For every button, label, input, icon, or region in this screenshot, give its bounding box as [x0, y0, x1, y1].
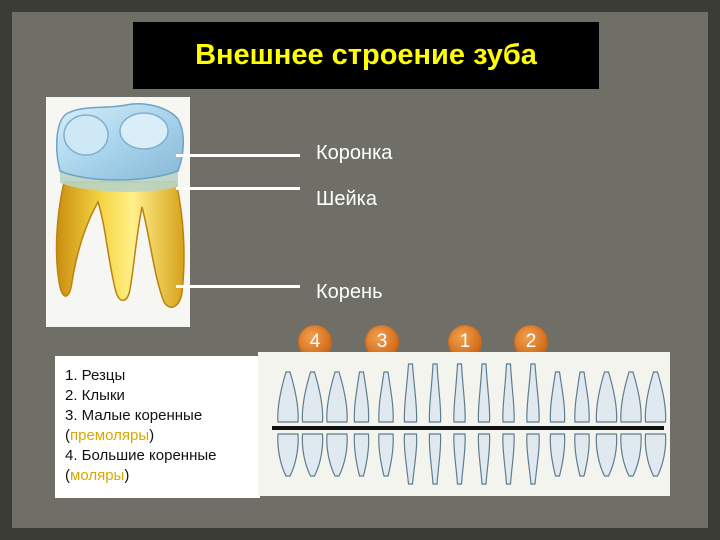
lower-tooth [595, 433, 618, 477]
label-neck: Шейка [316, 188, 377, 210]
upper-tooth [574, 371, 590, 423]
lower-tooth [428, 433, 442, 485]
lower-tooth [620, 433, 642, 477]
leader-root [176, 285, 300, 288]
lower-tooth [526, 433, 540, 485]
label-crown: Коронка [316, 142, 393, 164]
lower-tooth [326, 433, 348, 477]
upper-tooth [403, 363, 418, 423]
lower-tooth [378, 433, 394, 477]
lower-tooth [353, 433, 370, 477]
lower-tooth [644, 433, 667, 477]
legend-term-premolars: премоляры [70, 427, 150, 444]
legend-term-molars: моляры [70, 467, 125, 484]
upper-tooth [644, 371, 667, 423]
upper-tooth [277, 371, 299, 423]
leader-crown [176, 154, 300, 157]
legend-item-canines: 2. Клыки [65, 387, 125, 404]
upper-tooth [477, 363, 491, 423]
legend-item-premolars: 3. Малые коренные [65, 407, 203, 424]
lower-tooth [403, 433, 418, 485]
upper-tooth [549, 371, 566, 423]
tooth-types-legend: 1. Резцы 2. Клыки 3. Малые коренные (пре… [55, 356, 260, 498]
upper-tooth [453, 363, 466, 423]
dentition-diagram [258, 352, 670, 496]
title-box: Внешнее строение зуба [133, 22, 599, 89]
legend-item-premolars-term: (премоляры) [65, 427, 155, 444]
upper-tooth [502, 363, 515, 423]
tooth-root [55, 181, 185, 308]
jaw-divider [272, 426, 664, 430]
legend-item-incisors: 1. Резцы [65, 367, 126, 384]
crown-cusp [63, 114, 109, 156]
dentition-svg [272, 363, 667, 485]
legend-item-molars-term: (моляры) [65, 467, 130, 484]
upper-tooth [301, 371, 324, 423]
upper-tooth [326, 371, 348, 423]
upper-tooth [353, 371, 370, 423]
lower-tooth [453, 433, 466, 485]
lower-tooth [574, 433, 590, 477]
upper-tooth [620, 371, 642, 423]
label-root: Корень [316, 281, 383, 303]
lower-tooth [301, 433, 324, 477]
upper-tooth [595, 371, 618, 423]
leader-neck [176, 187, 300, 190]
lower-tooth [277, 433, 299, 477]
upper-tooth [428, 363, 442, 423]
crown-cusp [119, 112, 169, 150]
tooth-illustration [46, 97, 190, 327]
legend-item-molars: 4. Большие коренные [65, 447, 217, 464]
slide-title: Внешнее строение зуба [195, 39, 537, 71]
upper-tooth [526, 363, 540, 423]
lower-tooth [477, 433, 491, 485]
upper-tooth [378, 371, 394, 423]
lower-tooth [549, 433, 566, 477]
lower-tooth [502, 433, 515, 485]
tooth-svg [55, 103, 185, 308]
